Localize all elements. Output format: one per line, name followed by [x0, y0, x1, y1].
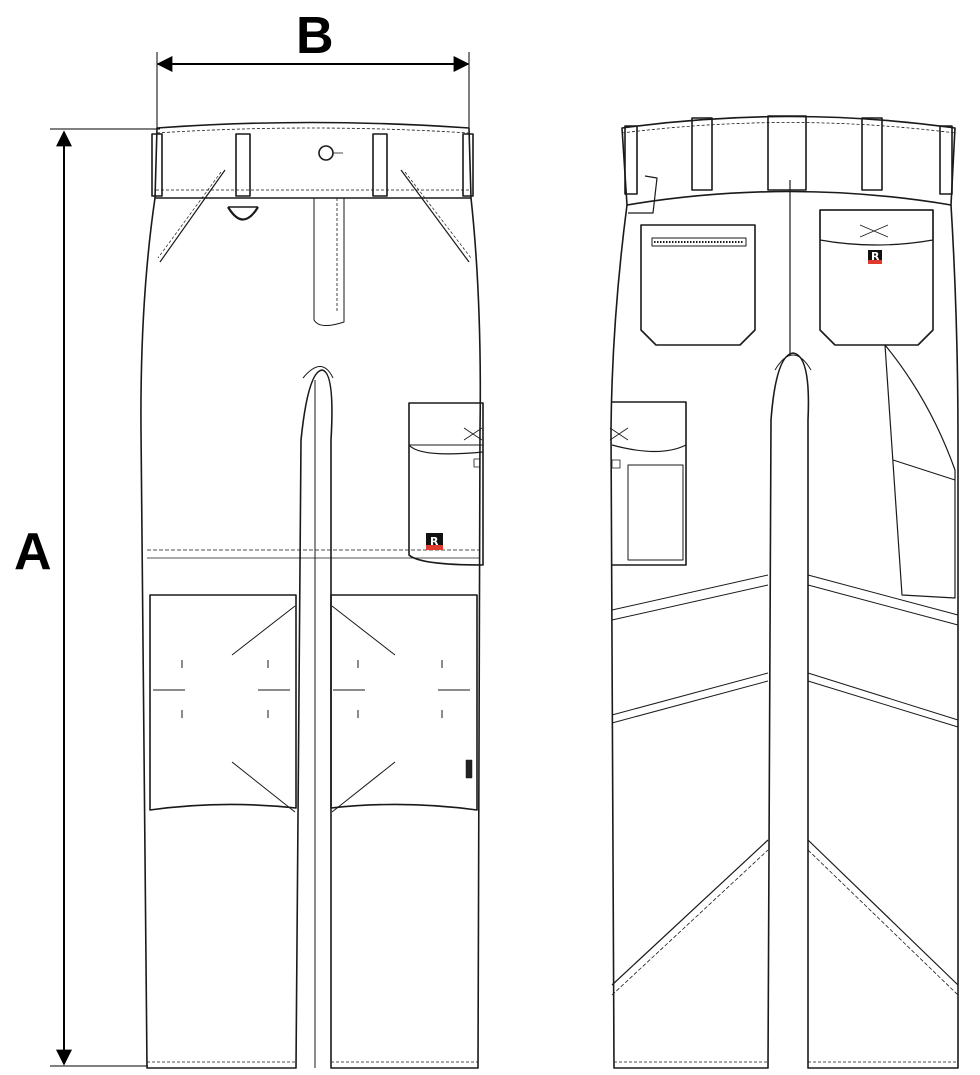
- front-pocket-left: [159, 169, 226, 263]
- dimension-label-width: B: [296, 7, 334, 65]
- side-panel: [884, 344, 956, 599]
- dimension-label-length: A: [14, 523, 52, 581]
- belt-loop: [624, 125, 638, 195]
- belt-loop: [691, 117, 713, 191]
- front-outline: [140, 197, 482, 1069]
- belt-loop: [767, 115, 807, 191]
- belt-loop: [462, 133, 474, 197]
- front-pocket-right: [400, 169, 470, 263]
- back-waistband: [621, 115, 956, 206]
- logo-letter: R: [430, 535, 439, 548]
- front-view: [140, 121, 484, 1069]
- zipper: [651, 237, 747, 247]
- belt-loop: [151, 133, 163, 197]
- leg-cargo-pocket: [408, 402, 484, 566]
- back-view: [609, 115, 959, 1069]
- back-outline: [610, 204, 959, 1069]
- knee-pad-right: [330, 594, 478, 811]
- logo-badge-front: R: [426, 533, 443, 550]
- fly-seam: [313, 198, 345, 326]
- knee-pad-left: [149, 594, 297, 811]
- back-pocket-zip: [640, 224, 756, 346]
- button-icon: [318, 145, 334, 161]
- logo-accent: [426, 545, 443, 550]
- belt-loop: [861, 117, 883, 191]
- belt-loop: [372, 133, 388, 197]
- logo-badge-back: R: [868, 250, 882, 264]
- belt-loop: [235, 133, 251, 197]
- logo-letter: R: [871, 250, 880, 263]
- d-ring-icon: [227, 206, 259, 221]
- back-leg-pocket: [612, 401, 687, 566]
- belt-loop: [939, 125, 953, 195]
- front-waistband: [154, 121, 472, 199]
- brand-tag: [465, 759, 473, 779]
- dimension-lines: [50, 52, 470, 1067]
